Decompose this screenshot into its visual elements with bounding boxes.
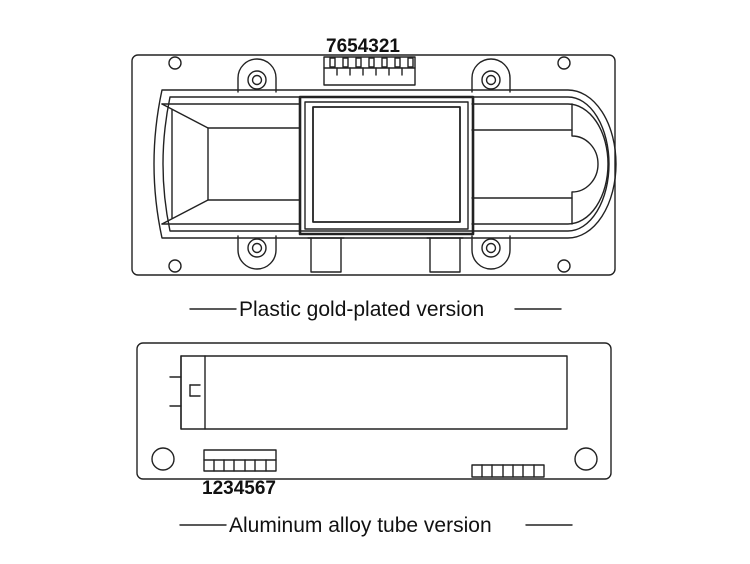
plastic-version-drawing: 7654321	[131, 36, 617, 276]
right-tube	[471, 103, 609, 225]
left-funnel	[161, 103, 301, 225]
bottom-pin-header-right	[471, 464, 545, 478]
top-corner-hole	[557, 259, 571, 273]
top-mounting-lug	[471, 58, 511, 93]
aluminum-version-drawing: 1234567	[136, 342, 612, 499]
top-bottom-connector	[307, 237, 464, 273]
bottom-caption: Aluminum alloy tube version	[229, 514, 492, 537]
bottom-pin-header-left	[203, 449, 277, 472]
bottom-pin-numbers: 1234567	[202, 478, 276, 499]
top-base-plate	[131, 54, 616, 276]
top-corner-hole	[168, 56, 182, 70]
top-caption-group: Plastic gold-plated version	[189, 298, 562, 321]
top-pin-header	[323, 56, 416, 86]
top-corner-hole	[557, 56, 571, 70]
top-mounting-lug	[471, 235, 511, 270]
aluminum-tube	[169, 355, 568, 430]
top-pin-numbers: 7654321	[326, 36, 400, 57]
top-housing-body	[153, 89, 617, 239]
top-housing-inner-outline	[162, 96, 610, 232]
bottom-base-plate	[136, 342, 612, 480]
bottom-corner-hole	[151, 447, 175, 471]
top-caption: Plastic gold-plated version	[239, 298, 484, 321]
top-mounting-lug	[237, 235, 277, 270]
top-mounting-lug	[237, 58, 277, 93]
center-window	[298, 95, 475, 236]
bottom-caption-group: Aluminum alloy tube version	[179, 514, 573, 537]
bottom-corner-hole	[574, 447, 598, 471]
top-corner-hole	[168, 259, 182, 273]
